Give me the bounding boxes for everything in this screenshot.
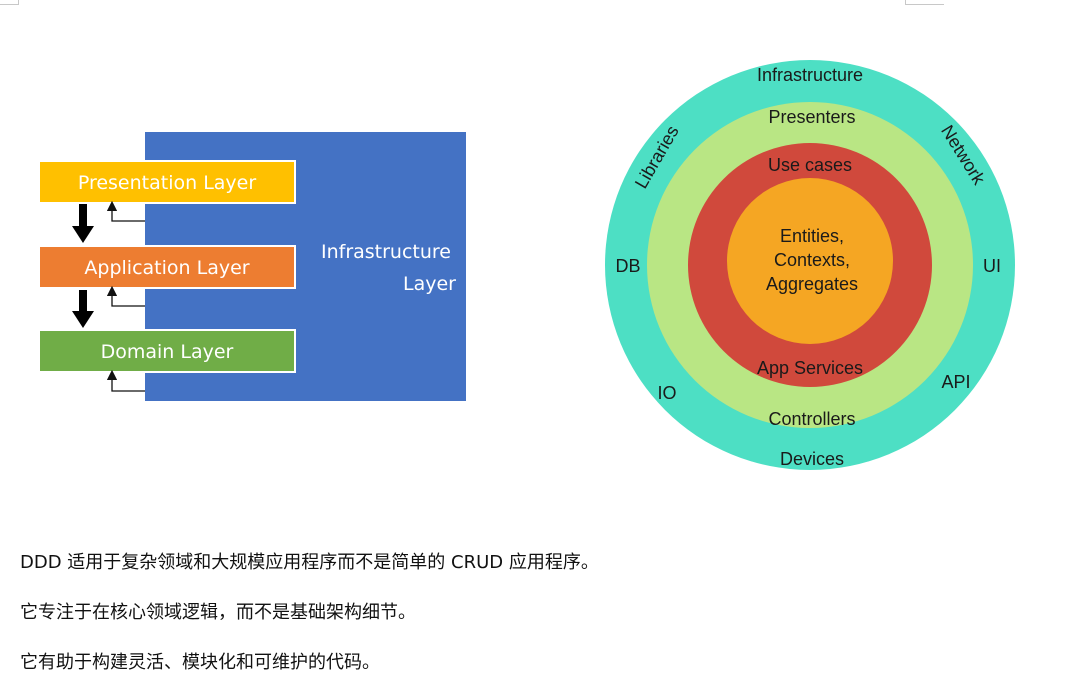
dependency-arrow-presentation-to-application bbox=[72, 204, 94, 243]
onion-label-api: API bbox=[941, 372, 970, 392]
onion-label-db: DB bbox=[615, 256, 640, 276]
infrastructure-to-domain-arrow bbox=[106, 369, 145, 392]
onion-label-controllers: Controllers bbox=[768, 409, 855, 429]
onion-architecture-diagram: Infrastructure Libraries Network DB UI I… bbox=[605, 60, 1015, 470]
domain-layer-box bbox=[38, 329, 296, 373]
onion-label-aggregates: Aggregates bbox=[766, 274, 858, 294]
paragraph-ddd-use-case: DDD 适用于复杂领域和大规模应用程序而不是简单的 CRUD 应用程序。 bbox=[20, 552, 599, 573]
application-layer-label: Application Layer bbox=[84, 257, 249, 279]
crop-mark-top-right bbox=[905, 0, 944, 5]
paragraph-maintainability: 它有助于构建灵活、模块化和可维护的代码。 bbox=[20, 652, 380, 673]
crop-mark-top-left bbox=[0, 0, 19, 5]
onion-label-contexts: Contexts, bbox=[774, 250, 850, 270]
paragraph-domain-focus: 它专注于在核心领域逻辑，而不是基础架构细节。 bbox=[20, 602, 416, 623]
onion-label-io: IO bbox=[657, 383, 676, 403]
onion-label-use-cases: Use cases bbox=[768, 155, 852, 175]
domain-layer-label: Domain Layer bbox=[101, 341, 234, 363]
onion-core bbox=[727, 178, 893, 344]
onion-label-devices: Devices bbox=[780, 449, 844, 469]
onion-label-entities: Entities, bbox=[780, 226, 844, 246]
onion-label-infrastructure: Infrastructure bbox=[757, 65, 863, 85]
presentation-layer-box bbox=[38, 160, 296, 204]
application-layer-box bbox=[38, 245, 296, 289]
dependency-arrow-application-to-domain bbox=[72, 290, 94, 328]
presentation-layer-label: Presentation Layer bbox=[78, 172, 257, 194]
layered-architecture-diagram: Infrastructure Layer Presentation Layer … bbox=[38, 132, 466, 401]
infrastructure-layer-label-line2: Layer bbox=[403, 273, 456, 295]
onion-label-presenters: Presenters bbox=[768, 107, 855, 127]
infrastructure-layer-label-line1: Infrastructure bbox=[321, 241, 451, 263]
onion-label-ui: UI bbox=[983, 256, 1001, 276]
infrastructure-to-presentation-arrow bbox=[106, 200, 145, 222]
infrastructure-to-application-arrow bbox=[106, 285, 145, 307]
onion-label-app-services: App Services bbox=[757, 358, 863, 378]
